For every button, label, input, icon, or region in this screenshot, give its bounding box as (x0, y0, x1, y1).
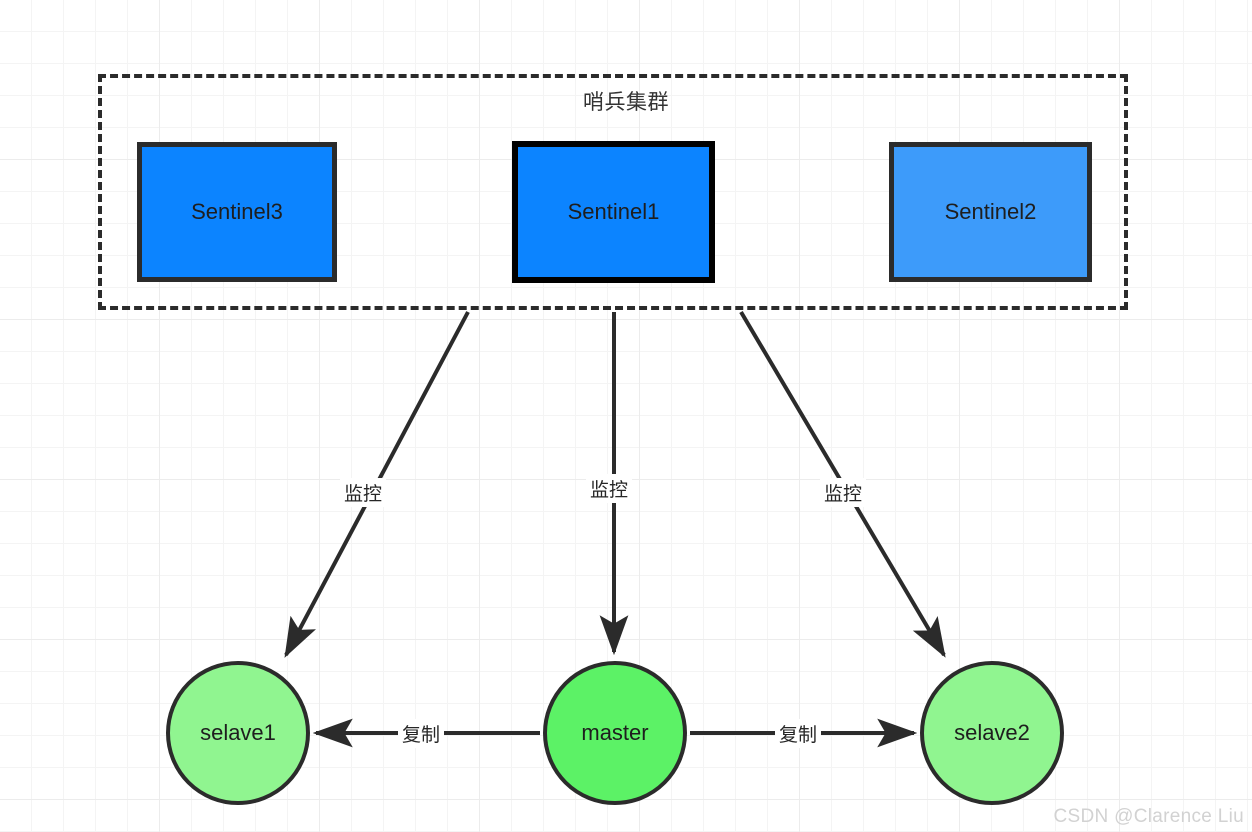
node-selave2[interactable]: selave2 (920, 661, 1064, 805)
node-sentinel3[interactable]: Sentinel3 (137, 142, 337, 282)
edge-label-monitor-left: 监控 (340, 478, 387, 507)
edge-label-monitor-mid: 监控 (586, 474, 633, 503)
node-master[interactable]: master (543, 661, 687, 805)
sentinel-cluster-container (98, 74, 1128, 310)
watermark-text: CSDN @Clarence Liu (1053, 806, 1244, 827)
edge-label-monitor-right: 监控 (820, 478, 867, 507)
node-sentinel2[interactable]: Sentinel2 (889, 142, 1092, 282)
node-sentinel1[interactable]: Sentinel1 (512, 141, 715, 283)
edge-label-replicate-left: 复制 (398, 719, 445, 748)
edge-label-replicate-right: 复制 (775, 719, 822, 748)
node-selave1[interactable]: selave1 (166, 661, 310, 805)
